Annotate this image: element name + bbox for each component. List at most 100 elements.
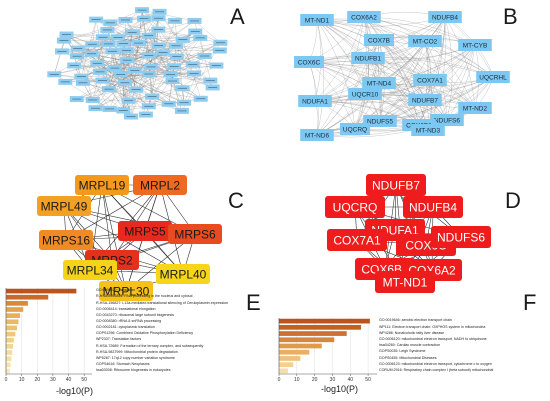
bar <box>6 294 49 300</box>
svg-text:MRPL2: MRPL2 <box>140 179 180 193</box>
network-edge <box>418 16 446 126</box>
svg-text:NDUFA1: NDUFA1 <box>302 99 328 106</box>
term-label: WP2337: Translation factors <box>96 337 142 342</box>
term-label: GO:0006412: translation <box>96 288 136 293</box>
svg-text:MT-ND1: MT-ND1 <box>305 18 330 25</box>
network-edge <box>200 37 205 57</box>
bar <box>279 368 288 374</box>
network-edge <box>125 19 171 75</box>
gene-node-ndufb7: NDUFB7 <box>408 94 442 106</box>
term-label: R-HSA-156827: L13a-mediated translationa… <box>96 300 229 305</box>
gene-node-mrpl19: MRPL19 <box>75 175 129 195</box>
network-edge <box>314 44 476 102</box>
network-edge <box>128 80 211 101</box>
gene-node-mt-nd2: MT-ND2 <box>458 102 492 114</box>
term-label: WP4286: Nonalcoholic fatty liver disease <box>379 330 445 335</box>
network-edge <box>95 19 110 90</box>
network-edge <box>363 16 448 121</box>
svg-text:UQCRQ: UQCRQ <box>343 127 367 134</box>
network-edge <box>308 57 494 78</box>
svg-text:NDUFB7: NDUFB7 <box>412 98 438 105</box>
tick-label: 40 <box>347 377 353 383</box>
panel-f-letter: F <box>523 290 537 315</box>
gene-node-mt-nd1: MT-ND1 <box>300 14 334 26</box>
bar <box>279 318 370 324</box>
term-label: GO:0006123: mitochondrial electron trans… <box>379 361 492 366</box>
bar <box>6 356 12 361</box>
gene-node-mrpl40: MRPL40 <box>156 264 210 284</box>
term-label: CORUM:2916: Respiratory chain complex I … <box>379 368 494 373</box>
svg-text:NDUFS5: NDUFS5 <box>367 119 393 126</box>
gene-node-ndufb4: NDUFB4 <box>403 196 463 218</box>
svg-text:MT-CYB: MT-CYB <box>463 43 488 50</box>
svg-text:MRPL19: MRPL19 <box>79 179 126 193</box>
term-label: GOPS0035: Leigh Syndrome <box>379 349 426 354</box>
network-edge <box>182 39 201 99</box>
network-edge <box>379 44 476 122</box>
tick-label: 30 <box>330 377 336 383</box>
network-edge <box>54 74 125 83</box>
svg-text:MT-CO2: MT-CO2 <box>413 39 438 46</box>
svg-text:MT-ND3: MT-ND3 <box>416 128 441 135</box>
network-edge <box>107 29 159 46</box>
network-edge <box>316 18 476 46</box>
gene-node-ndufs6: NDUFS6 <box>430 114 464 126</box>
gene-node-uqcr10: UQCR10 <box>348 88 382 100</box>
tick-label: 0 <box>278 377 281 383</box>
network-edge <box>314 16 365 102</box>
term-label: GO:0019646: aerobic electron transport c… <box>379 318 452 323</box>
bar <box>6 301 28 306</box>
gene-node-mrpl2: MRPL2 <box>133 175 187 195</box>
network-edge <box>379 16 446 122</box>
tick-label: 0 <box>5 377 8 383</box>
network-edge <box>354 16 368 130</box>
term-label: GO:0008380: rRNA & snRNA processing <box>96 318 162 323</box>
svg-text:MT-ND4: MT-ND4 <box>367 81 392 88</box>
bar <box>6 350 13 355</box>
network-edge <box>81 19 97 77</box>
term-label: GO:0006414: translational elongation <box>96 306 156 311</box>
network-edge <box>444 16 453 121</box>
network-edge <box>130 73 149 117</box>
gene-node-ndufb7: NDUFB7 <box>366 174 426 196</box>
gene-node-mt-nd3: MT-ND3 <box>411 124 445 136</box>
network-a <box>47 7 228 120</box>
gene-node-cox7a1: COX7A1 <box>327 229 387 251</box>
tick-label: 50 <box>81 377 87 383</box>
network-edge <box>316 19 325 136</box>
svg-text:COX6C: COX6C <box>298 60 321 67</box>
network-edge <box>120 32 133 75</box>
svg-text:NDUFS6: NDUFS6 <box>434 118 460 125</box>
gene-node-cox7a1: COX7A1 <box>413 74 447 86</box>
gene-node-mrpl49: MRPL49 <box>37 196 91 216</box>
network-edge <box>363 16 382 122</box>
tick-label: 10 <box>294 377 300 383</box>
bar <box>279 324 361 330</box>
bar <box>279 337 335 343</box>
gene-node-mt-co2: MT-CO2 <box>408 35 442 47</box>
svg-text:MRPS5: MRPS5 <box>124 225 166 239</box>
bar <box>279 349 310 355</box>
svg-text:UQCRQ: UQCRQ <box>333 201 378 215</box>
svg-text:MRPL30: MRPL30 <box>103 285 150 299</box>
panel-a-letter: A <box>230 4 245 29</box>
term-label: GO:0043270: ribosomal large subunit biog… <box>96 312 174 317</box>
panel-c-letter: C <box>228 188 244 213</box>
network-edge <box>159 11 213 88</box>
term-label: hsa04260: Cardiac muscle contraction <box>379 343 441 348</box>
network-edge <box>316 57 369 136</box>
svg-text:COX7B: COX7B <box>368 38 390 45</box>
bar <box>6 337 14 343</box>
svg-text:NDUFS6: NDUFS6 <box>437 231 485 245</box>
network-edge <box>126 60 137 90</box>
gene-node-mrps6: MRPS6 <box>168 224 222 244</box>
term-label: GO:0002181: cytoplasmic translation <box>96 325 155 330</box>
bar <box>279 343 322 349</box>
svg-text:UQCRHL: UQCRHL <box>479 75 507 82</box>
network-edge <box>316 16 365 136</box>
